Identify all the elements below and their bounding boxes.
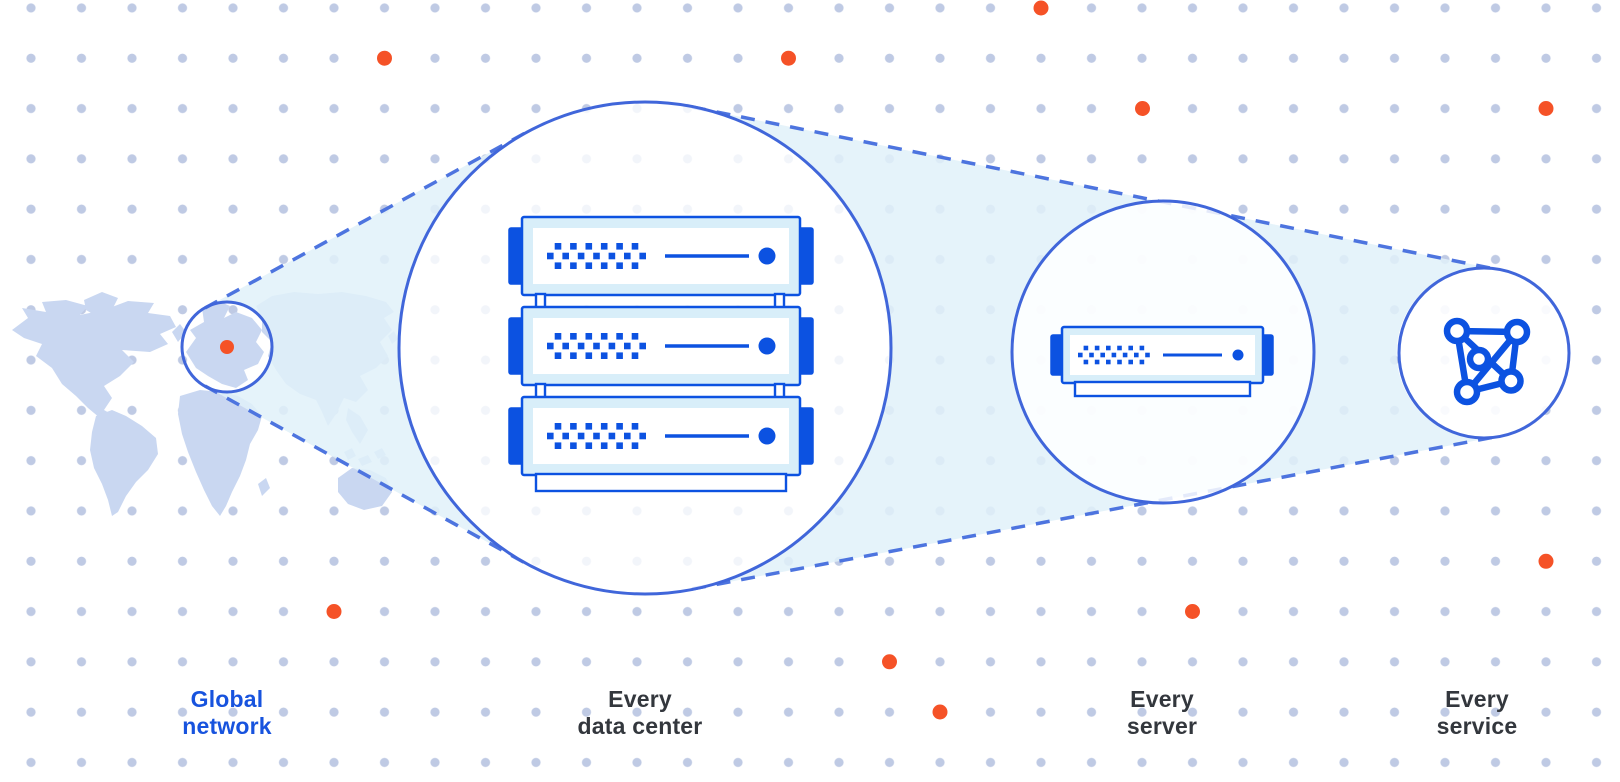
orange-accent-dot bbox=[932, 704, 948, 720]
orange-accent-dot bbox=[1033, 0, 1049, 16]
label-line: data center bbox=[577, 713, 703, 739]
label-line: service bbox=[1436, 713, 1518, 739]
orange-accent-dot bbox=[377, 50, 392, 66]
orange-accent-dot bbox=[1135, 101, 1150, 116]
label-line: network bbox=[182, 713, 272, 739]
label-line: Every bbox=[1130, 686, 1194, 712]
orange-accent-dots bbox=[326, 0, 1554, 720]
label-line: Every bbox=[1445, 686, 1509, 712]
label-line: Global bbox=[190, 686, 264, 712]
dashed-tangent-line bbox=[691, 434, 1501, 591]
orange-accent-dot bbox=[1538, 553, 1554, 569]
network-nodes-icon bbox=[1443, 317, 1531, 406]
orange-accent-dot bbox=[882, 654, 897, 670]
server-vent-pixels bbox=[547, 243, 1150, 449]
dashed-tangent-line bbox=[204, 384, 528, 566]
orange-accent-dot bbox=[781, 50, 796, 66]
dashed-tangent-line bbox=[204, 130, 528, 310]
server-icon bbox=[1050, 325, 1274, 398]
global-network-circle bbox=[180, 300, 274, 394]
orange-accent-dot bbox=[1538, 101, 1554, 116]
network-location-dot bbox=[220, 340, 234, 354]
dashed-tangent-line bbox=[691, 105, 1501, 272]
label-line: Every bbox=[608, 686, 672, 712]
label-line: server bbox=[1126, 713, 1198, 739]
orange-accent-dot bbox=[326, 604, 342, 619]
orange-accent-dot bbox=[1185, 604, 1200, 619]
server-stack-icon bbox=[508, 215, 814, 493]
